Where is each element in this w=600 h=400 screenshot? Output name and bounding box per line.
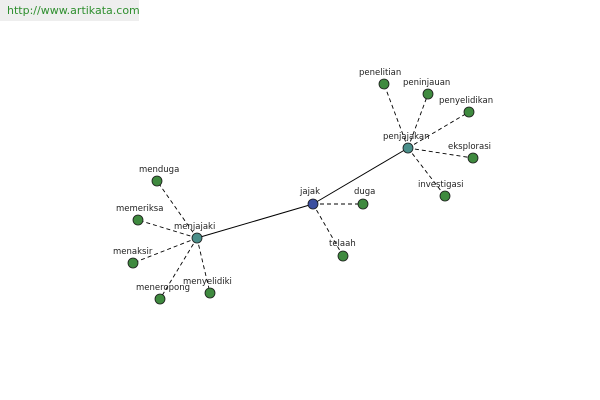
node-label-memeriksa[interactable]: memeriksa — [116, 204, 163, 214]
node-duga[interactable]: duga — [354, 187, 375, 210]
node-circle-penelitian[interactable] — [378, 78, 390, 90]
site-url[interactable]: http://www.artikata.com — [0, 0, 140, 21]
node-menyelidiki[interactable]: menyelidiki — [183, 277, 232, 299]
node-circle-peninjauan[interactable] — [422, 88, 434, 100]
node-menduga[interactable]: menduga — [139, 165, 179, 187]
node-label-investigasi[interactable]: investigasi — [418, 180, 464, 190]
node-label-menyelidiki[interactable]: menyelidiki — [183, 277, 232, 287]
edge-menjajaki-menaksir — [132, 237, 198, 264]
node-telaah[interactable]: telaah — [329, 239, 356, 262]
nodes-layer: jajak menjajaki penjajakan duga telaah mendug… — [113, 68, 493, 305]
node-label-jajak[interactable]: jajak — [299, 187, 320, 197]
node-label-penyelidikan[interactable]: penyelidikan — [439, 96, 493, 106]
node-circle-menaksir[interactable] — [127, 257, 139, 269]
edge-jajak-menjajaki — [196, 203, 314, 239]
node-penyelidikan[interactable]: penyelidikan — [439, 96, 493, 118]
node-label-menjajaki[interactable]: menjajaki — [174, 222, 215, 232]
edge-menjajaki-menyelidiki — [196, 237, 211, 294]
node-circle-jajak[interactable] — [307, 198, 319, 210]
node-jajak[interactable]: jajak — [299, 187, 320, 210]
node-circle-duga[interactable] — [357, 198, 369, 210]
node-circle-menyelidiki[interactable] — [204, 287, 216, 299]
edge-jajak-penjajakan — [312, 147, 409, 205]
edge-penjajakan-peninjauan — [407, 93, 429, 149]
node-label-penjajakan[interactable]: penjajakan — [383, 132, 430, 142]
edge-penjajakan-investigasi — [407, 147, 446, 197]
node-label-menduga[interactable]: menduga — [139, 165, 179, 175]
node-circle-menduga[interactable] — [151, 175, 163, 187]
node-label-menaksir[interactable]: menaksir — [113, 247, 153, 257]
node-label-meneropong[interactable]: meneropong — [136, 283, 190, 293]
edge-penjajakan-penyelidikan — [407, 111, 470, 149]
edge-jajak-telaah — [312, 203, 344, 257]
node-investigasi[interactable]: investigasi — [418, 180, 464, 202]
edge-menjajaki-menduga — [156, 180, 198, 239]
node-circle-memeriksa[interactable] — [132, 214, 144, 226]
node-circle-investigasi[interactable] — [439, 190, 451, 202]
node-label-telaah[interactable]: telaah — [329, 239, 356, 249]
node-circle-penyelidikan[interactable] — [463, 106, 475, 118]
node-memeriksa[interactable]: memeriksa — [116, 204, 163, 226]
node-label-duga[interactable]: duga — [354, 187, 375, 197]
node-circle-penjajakan[interactable] — [402, 142, 414, 154]
node-circle-menjajaki[interactable] — [191, 232, 203, 244]
node-label-penelitian[interactable]: penelitian — [359, 68, 401, 78]
node-circle-telaah[interactable] — [337, 250, 349, 262]
node-penelitian[interactable]: penelitian — [359, 68, 401, 90]
node-menjajaki[interactable]: menjajaki — [174, 222, 215, 244]
node-label-peninjauan[interactable]: peninjauan — [403, 78, 450, 88]
edge-penjajakan-eksplorasi — [407, 147, 474, 159]
edge-menjajaki-memeriksa — [137, 219, 198, 239]
edge-menjajaki-meneropong — [159, 237, 198, 300]
node-eksplorasi[interactable]: eksplorasi — [448, 142, 491, 164]
node-menaksir[interactable]: menaksir — [113, 247, 153, 269]
node-penjajakan[interactable]: penjajakan — [383, 132, 430, 154]
node-circle-eksplorasi[interactable] — [467, 152, 479, 164]
node-circle-meneropong[interactable] — [154, 293, 166, 305]
edge-penjajakan-penelitian — [383, 83, 409, 149]
edges-layer — [132, 83, 474, 300]
node-peninjauan[interactable]: peninjauan — [403, 78, 450, 100]
node-meneropong[interactable]: meneropong — [136, 283, 190, 305]
node-label-eksplorasi[interactable]: eksplorasi — [448, 142, 491, 152]
